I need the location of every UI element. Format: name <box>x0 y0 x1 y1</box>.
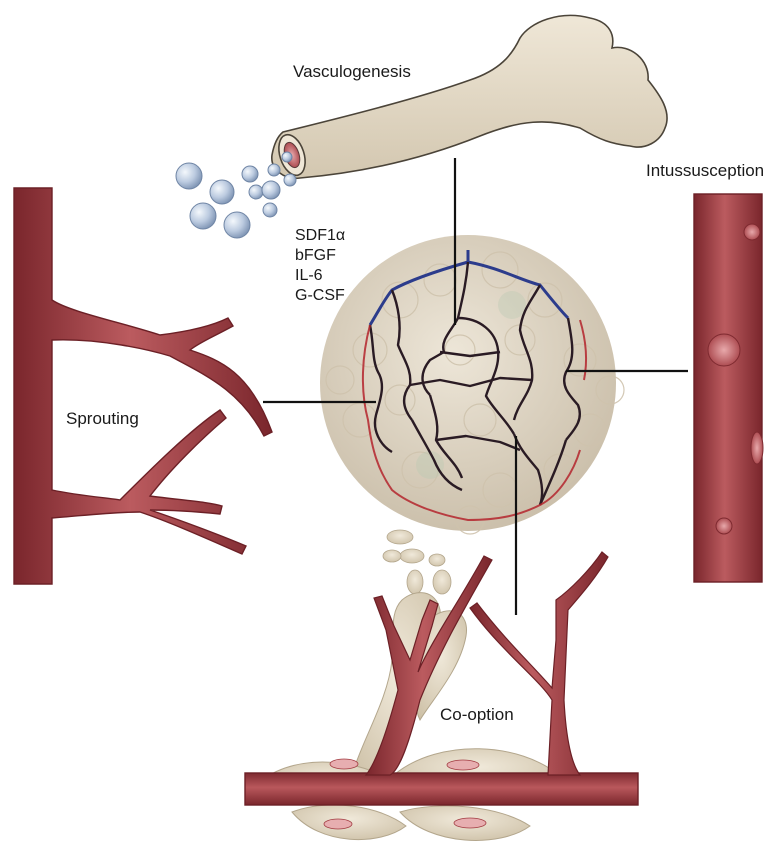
tumour-sphere <box>320 235 624 534</box>
factor-gcsf: G-CSF <box>295 286 345 306</box>
factor-sdf1a: SDF1α <box>295 226 345 246</box>
co-option-label: Co-option <box>440 705 514 725</box>
bone-illustration <box>272 15 667 178</box>
factor-bfgf: bFGF <box>295 246 345 266</box>
sprouting-label: Sprouting <box>66 409 139 429</box>
intussusception-label: Intussusception <box>646 161 764 181</box>
intussusception-vessel <box>694 194 763 582</box>
factor-il6: IL-6 <box>295 266 345 286</box>
progenitor-cells <box>176 152 296 238</box>
sprouting-vessel <box>14 188 272 584</box>
vasculogenesis-label: Vasculogenesis <box>293 62 411 82</box>
growth-factor-list: SDF1α bFGF IL-6 G-CSF <box>295 226 345 306</box>
